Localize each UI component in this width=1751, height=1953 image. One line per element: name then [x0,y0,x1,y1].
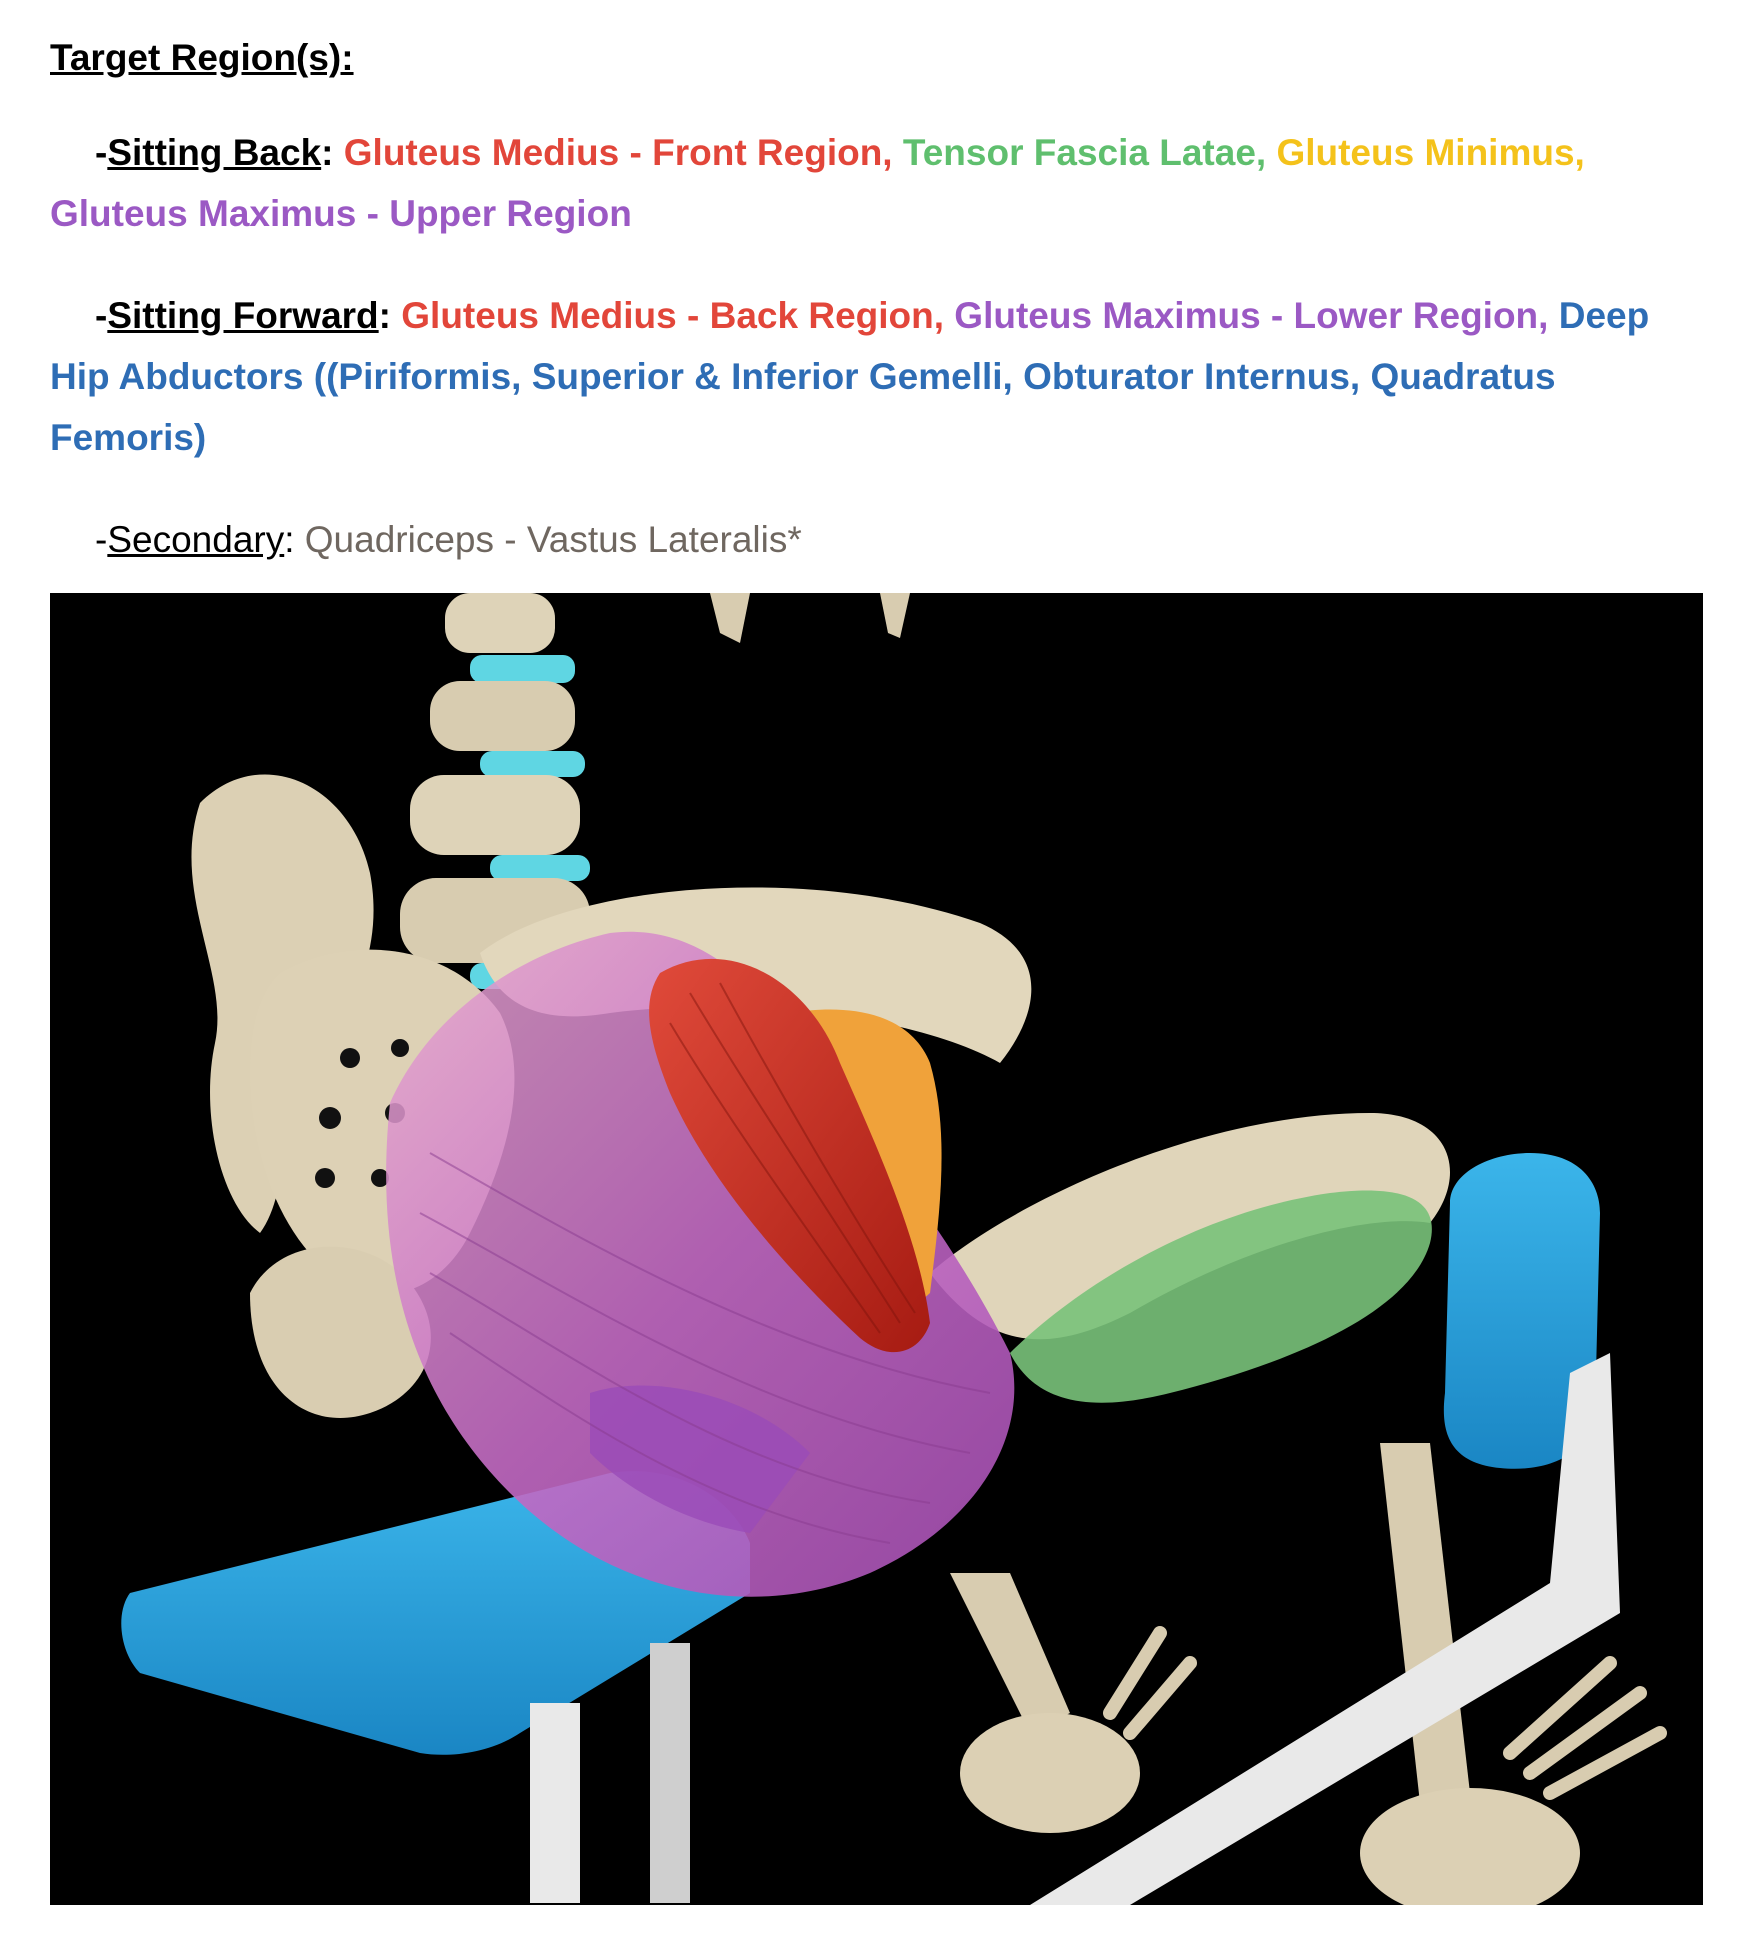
label-text: Sitting Back [107,132,322,173]
dash: - [95,295,108,336]
section-secondary: -Secondary: Quadriceps - Vastus Laterali… [50,509,1710,570]
section-sitting-forward: -Sitting Forward: Gluteus Medius - Back … [50,285,1710,468]
muscle-item: Gluteus Maximus - Upper Region [50,193,632,234]
muscle-item: Gluteus Maximus - Lower Region, [944,295,1549,336]
document-body: Target Region(s): -Sitting Back: Gluteus… [50,30,1710,611]
tensor-fascia-latae [1010,1190,1432,1403]
muscle-item: Deep Hip Abductors ((Piriformis, Superio… [50,295,1650,458]
section-label: -Sitting Back: [95,132,333,173]
colon: : [284,519,295,560]
colon: : [378,295,391,336]
ischium [250,1246,431,1418]
leg-pad [1443,1153,1600,1469]
colon: : [321,132,334,173]
section-sitting-back: -Sitting Back: Gluteus Medius - Front Re… [50,122,1710,244]
femur [930,1113,1450,1340]
gluteus-medius [649,958,930,1353]
dash: - [95,519,108,560]
spine [400,593,910,989]
section-label: -Sitting Forward: [95,295,391,336]
muscle-item: Gluteus Medius - Back Region, [390,295,945,336]
muscle-item: Quadriceps - Vastus Lateralis* [294,519,802,560]
muscle-item: Gluteus Medius - Front Region, [333,132,893,173]
muscle-item: Tensor Fascia Latae, [892,132,1267,173]
anatomy-illustration-icon [121,593,1667,1905]
page-title: Target Region(s): [50,37,354,78]
section-label: -Secondary: [95,519,295,560]
anatomy-illustration [50,593,1703,1905]
muscle-item: Gluteus Minimus, [1266,132,1585,173]
label-text: Sitting Forward [107,295,379,336]
label-text: Secondary [107,519,285,560]
gluteus-maximus [386,931,1015,1597]
dash: - [95,132,108,173]
